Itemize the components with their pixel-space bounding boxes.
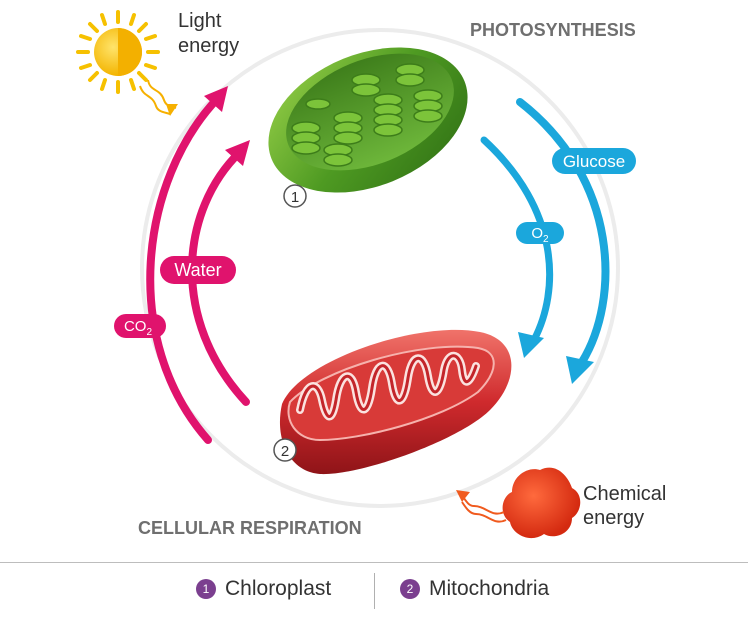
mitochondria-marker: 2 xyxy=(273,438,297,462)
glucose-arrow xyxy=(516,98,610,384)
legend-number-badge: 1 xyxy=(196,579,216,599)
svg-text:O2: O2 xyxy=(531,225,549,245)
water-label: Water xyxy=(160,256,236,284)
legend-number-badge: 2 xyxy=(400,579,420,599)
glucose-label: Glucose xyxy=(552,148,636,174)
co2-label: CO2 xyxy=(114,314,166,338)
light-energy-arrow-icon xyxy=(139,79,178,116)
legend-divider xyxy=(374,573,375,609)
co2-arrow xyxy=(146,86,228,444)
background-ring xyxy=(140,28,620,508)
legend: 1 Chloroplast 2 Mitochondria xyxy=(0,562,748,617)
legend-item-chloroplast: 1 Chloroplast xyxy=(196,575,331,603)
svg-text:CO2: CO2 xyxy=(124,318,153,338)
chloroplast-illustration xyxy=(268,47,468,193)
o2-arrow xyxy=(480,136,554,358)
chemical-energy-blob-icon xyxy=(502,467,581,539)
mitochondria-illustration xyxy=(279,329,512,475)
cellular-respiration-heading: CELLULAR RESPIRATION xyxy=(138,518,362,538)
light-energy-label-line1: Light xyxy=(178,10,222,32)
svg-text:Glucose: Glucose xyxy=(563,152,625,171)
legend-item-mitochondria: 2 Mitochondria xyxy=(400,575,549,603)
chemical-energy-arrow-icon xyxy=(456,490,507,523)
chloroplast-marker: 1 xyxy=(283,184,307,208)
svg-text:2: 2 xyxy=(281,443,289,460)
svg-text:1: 1 xyxy=(291,189,299,206)
light-energy-label-line2: energy xyxy=(178,35,239,57)
legend-label: Mitochondria xyxy=(429,577,550,600)
svg-text:Water: Water xyxy=(174,260,221,280)
chemical-energy-label-line2: energy xyxy=(583,507,644,529)
o2-label: O2 xyxy=(516,222,564,245)
legend-label: Chloroplast xyxy=(225,577,332,600)
chemical-energy-label-line1: Chemical xyxy=(583,483,666,505)
sun-icon xyxy=(76,10,160,94)
photosynthesis-heading: PHOTOSYNTHESIS xyxy=(470,20,636,40)
